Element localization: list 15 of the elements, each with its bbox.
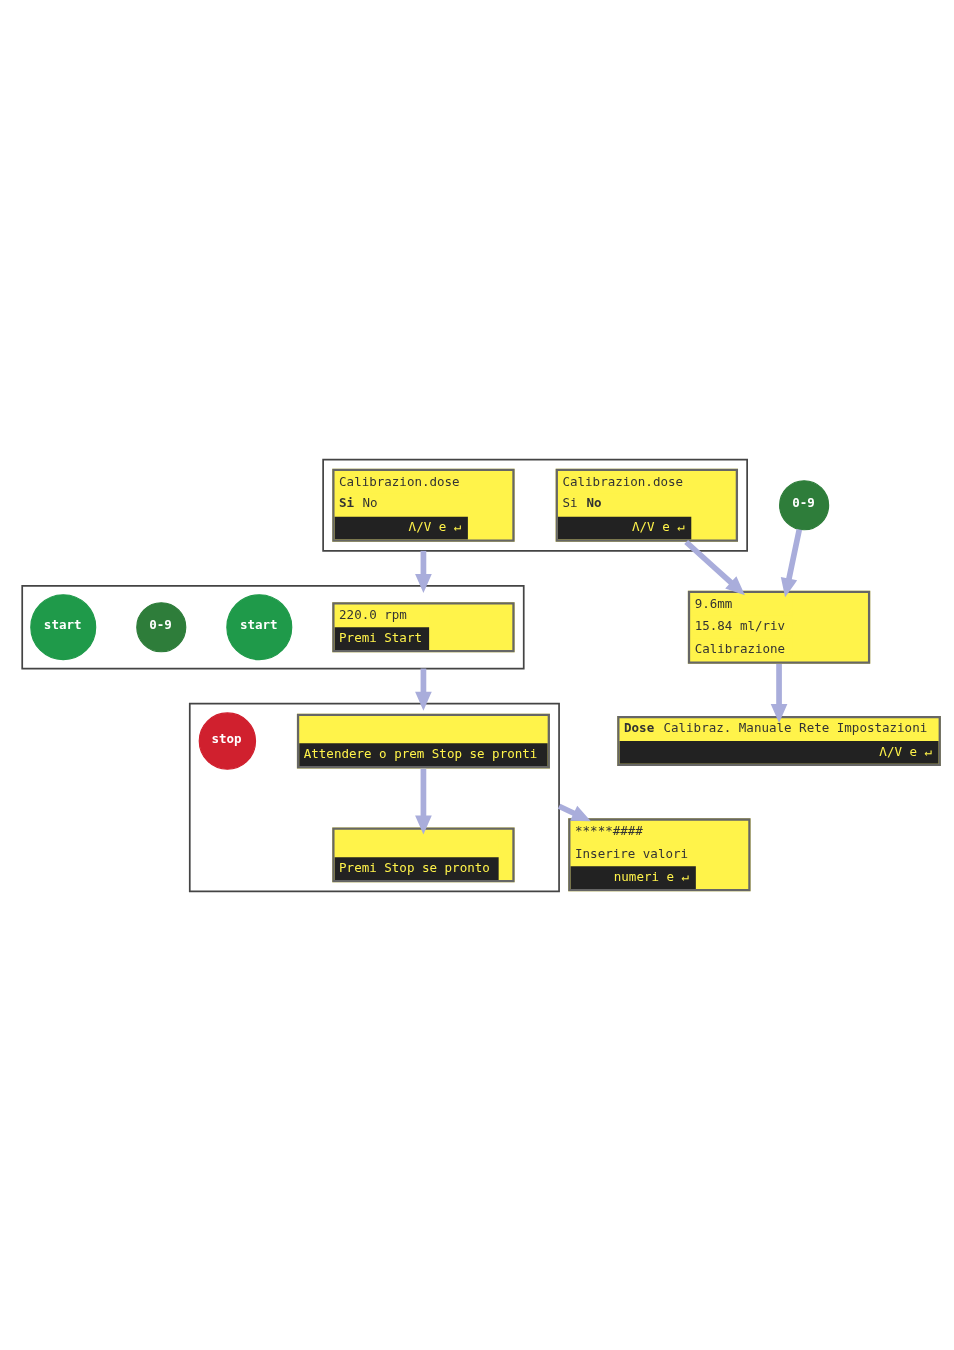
- node-circle: start: [30, 593, 97, 660]
- cluster: [21, 584, 525, 669]
- arrow: [770, 663, 788, 723]
- node-circle: start: [226, 593, 293, 660]
- arrow: [684, 539, 745, 595]
- arrow: [415, 768, 432, 835]
- arrow: [557, 803, 591, 821]
- node-circle: 0-9: [779, 479, 830, 530]
- arrow: [415, 550, 432, 593]
- cluster: [322, 458, 748, 552]
- arrow: [415, 668, 432, 711]
- node-circle: 0-9: [136, 601, 187, 652]
- arrow: [780, 528, 803, 597]
- cluster: [188, 702, 560, 892]
- node-circle: stop: [198, 711, 257, 770]
